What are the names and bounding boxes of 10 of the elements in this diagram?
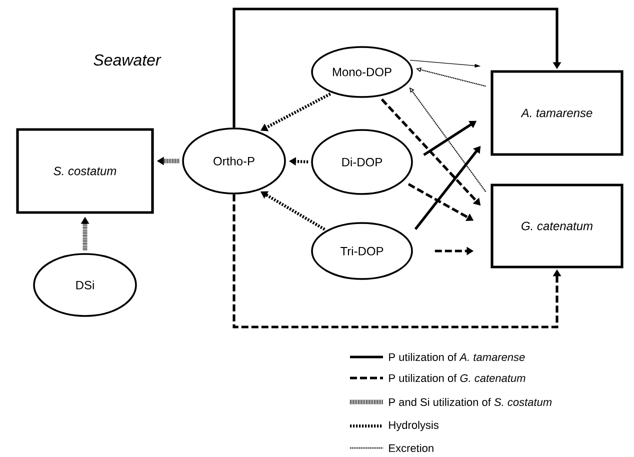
region-label: Seawater [94, 54, 162, 66]
legend-text: P and Si utilization of S. costatum [389, 398, 552, 406]
organism-box: G. catenatum [490, 184, 624, 268]
legend-text: P utilization of A. tamarense [389, 352, 525, 362]
arrow [232, 8, 562, 128]
legend-text: Excretion [389, 444, 434, 452]
organism-box: A. tamarense [490, 70, 624, 156]
organism-box: S. costatum [16, 128, 154, 214]
legend-text: Hydrolysis [389, 420, 439, 432]
legend-text: P utilization of G. catenatum [389, 374, 526, 382]
